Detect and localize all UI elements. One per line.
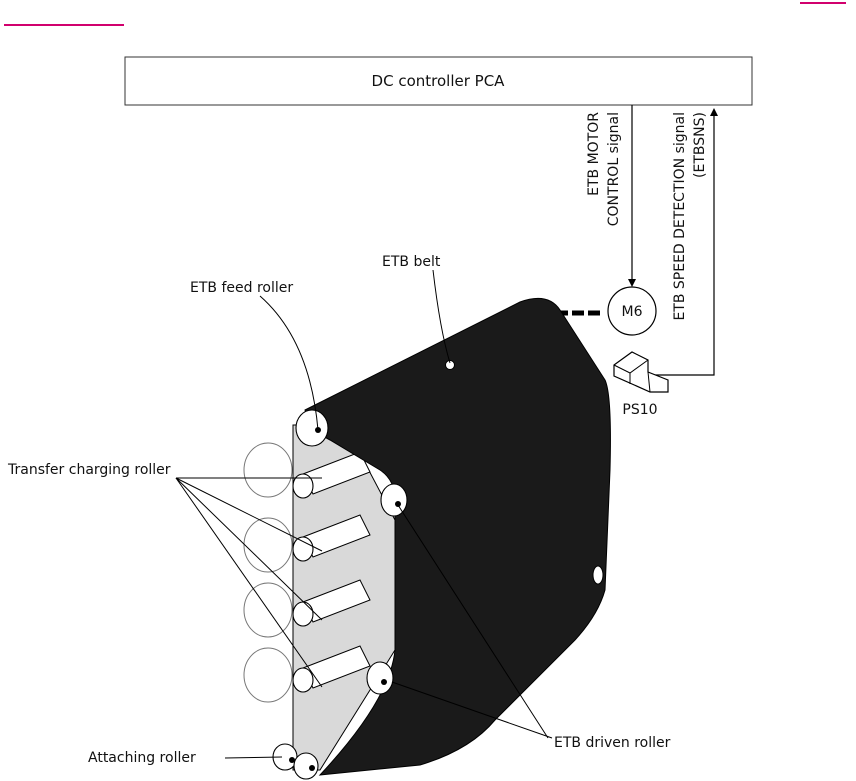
- signal-speed-line2: (ETBSNS): [692, 112, 708, 178]
- signal-speed-line1: ETB SPEED DETECTION signal: [672, 112, 688, 321]
- label-attaching-roller: Attaching roller: [88, 750, 196, 766]
- outer-rollers: [243, 442, 293, 703]
- bottom-rollers: [272, 743, 319, 780]
- label-etb-feed-roller: ETB feed roller: [190, 280, 293, 296]
- nav-link-next[interactable]: [800, 2, 846, 4]
- label-etb-driven-roller: ETB driven roller: [554, 735, 671, 751]
- dc-controller-pca: DC controller PCA: [124, 56, 753, 106]
- controller-title: DC controller PCA: [372, 72, 506, 90]
- etb-feed-roller: [295, 409, 329, 447]
- signal-motor-line1: ETB MOTOR: [586, 112, 602, 196]
- motor-label: M6: [622, 304, 643, 320]
- motor-m6: M6: [540, 286, 657, 336]
- belt-pointer-dot: [445, 360, 455, 370]
- nav-link-previous[interactable]: [4, 24, 124, 26]
- transfer-charging-rollers: [292, 451, 371, 693]
- label-transfer-charging-roller: Transfer charging roller: [7, 462, 171, 478]
- signal-motor-line2: CONTROL signal: [606, 112, 622, 226]
- etb-belt: [304, 297, 611, 776]
- leader-lines: [175, 269, 553, 759]
- sensor-ps10: PS10: [613, 351, 669, 418]
- label-etb-belt: ETB belt: [382, 254, 441, 270]
- sensor-label: PS10: [622, 402, 657, 418]
